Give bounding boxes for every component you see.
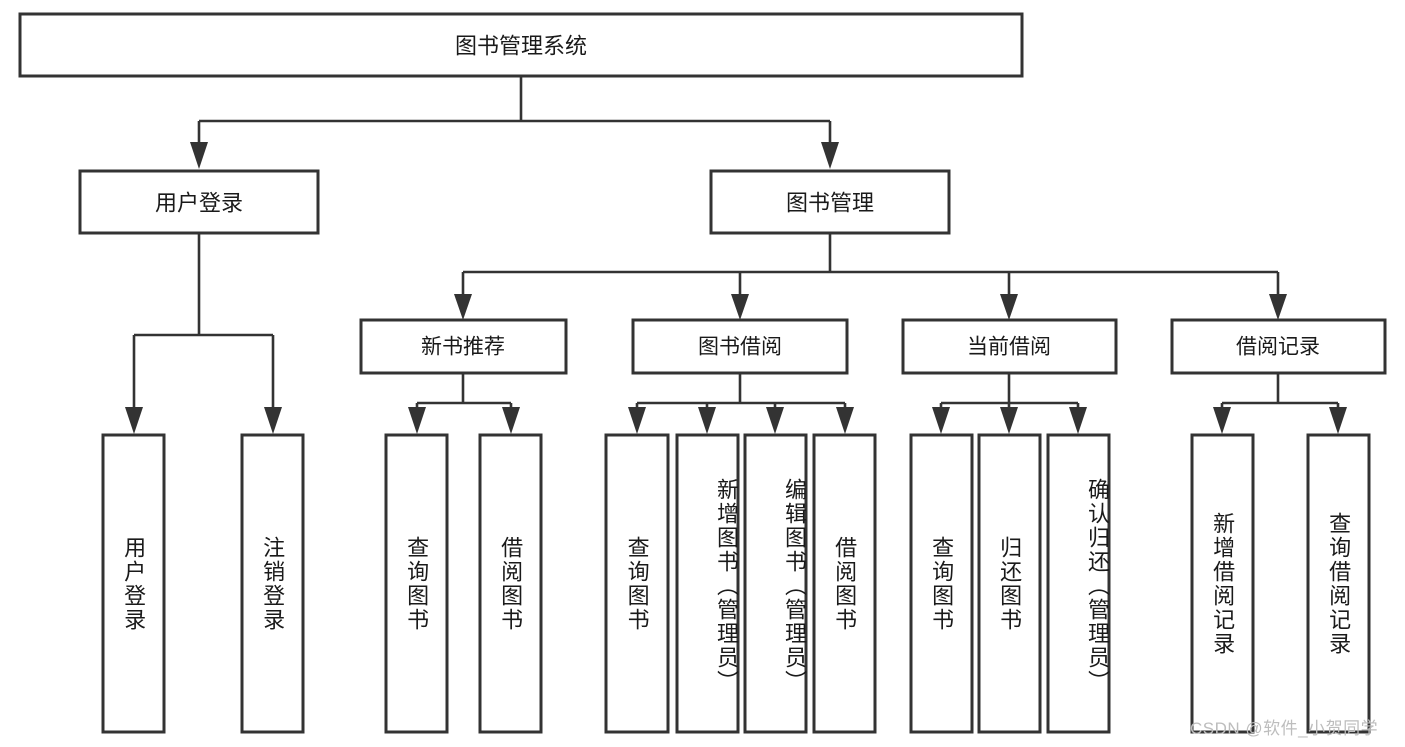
arrow-head-currentborrow-leaf-2: [1000, 407, 1018, 434]
connector-group-book-management: [454, 233, 1287, 320]
node-label-new-book-recommend: 新书推荐: [421, 336, 505, 359]
node-box-root[interactable]: [18, 12, 1024, 78]
connector-group-root: [190, 76, 839, 169]
node-box-leaf-borrow-record-0[interactable]: [1190, 433, 1255, 734]
arrow-head-borrowrecord-leaf-1: [1213, 407, 1231, 434]
node-box-leaf-borrow-record-1[interactable]: [1306, 433, 1371, 734]
node-label-root: 图书管理系统: [455, 34, 587, 59]
arrow-head-bookmgmt: [821, 142, 839, 169]
node-box-new-book-recommend[interactable]: [359, 318, 568, 375]
arrow-head-new-book: [454, 294, 472, 320]
node-box-leaf-book-borrow-1[interactable]: [675, 433, 740, 734]
node-label-book-borrow: 图书借阅: [698, 336, 782, 359]
arrow-head-bookborrow-leaf-1: [628, 407, 646, 434]
node-label-user-login: 用户登录: [155, 191, 243, 216]
node-box-leaf-book-borrow-3[interactable]: [812, 433, 877, 734]
node-box-book-management[interactable]: [709, 169, 951, 235]
arrow-head-login-leaf-2: [264, 407, 282, 434]
node-box-borrow-record[interactable]: [1170, 318, 1387, 375]
node-label-current-borrow: 当前借阅: [967, 336, 1051, 359]
node-box-leaf-current-borrow-1[interactable]: [977, 433, 1042, 734]
node-box-current-borrow[interactable]: [901, 318, 1118, 375]
connector-group-book-borrow: [628, 373, 854, 434]
connector-group-borrow-record: [1213, 373, 1347, 434]
node-box-user-login[interactable]: [78, 169, 320, 235]
arrow-head-login: [190, 142, 208, 169]
arrow-head-newbook-leaf-1: [408, 407, 426, 434]
arrow-head-newbook-leaf-2: [502, 407, 520, 434]
arrow-head-borrow-record: [1269, 294, 1287, 320]
arrow-head-borrowrecord-leaf-2: [1329, 407, 1347, 434]
node-box-leaf-new-book-0[interactable]: [384, 433, 449, 734]
arrow-head-login-leaf-1: [125, 407, 143, 434]
arrow-head-bookborrow-leaf-4: [836, 407, 854, 434]
node-box-leaf-book-borrow-2[interactable]: [743, 433, 808, 734]
arrow-head-currentborrow-leaf-3: [1069, 407, 1087, 434]
node-label-book-management: 图书管理: [786, 191, 874, 216]
arrow-head-bookborrow-leaf-2: [698, 407, 716, 434]
connector-group-current-borrow: [932, 373, 1087, 434]
arrow-head-book-borrow: [731, 294, 749, 320]
csdn-watermark: CSDN @软件_小贺同学: [1190, 719, 1379, 738]
node-box-leaf-user-login-1[interactable]: [240, 433, 305, 734]
node-box-book-borrow[interactable]: [631, 318, 849, 375]
connector-group-new-book: [408, 373, 520, 434]
node-box-leaf-new-book-1[interactable]: [478, 433, 543, 734]
node-box-leaf-current-borrow-0[interactable]: [909, 433, 974, 734]
arrow-head-currentborrow-leaf-1: [932, 407, 950, 434]
node-box-leaf-book-borrow-0[interactable]: [604, 433, 670, 734]
arrow-head-current-borrow: [1000, 294, 1018, 320]
node-box-leaf-user-login-0[interactable]: [101, 433, 166, 734]
node-box-leaf-current-borrow-2[interactable]: [1046, 433, 1111, 734]
connector-group-user-login: [125, 233, 282, 434]
node-label-borrow-record: 借阅记录: [1236, 336, 1320, 359]
arrow-head-bookborrow-leaf-3: [766, 407, 784, 434]
